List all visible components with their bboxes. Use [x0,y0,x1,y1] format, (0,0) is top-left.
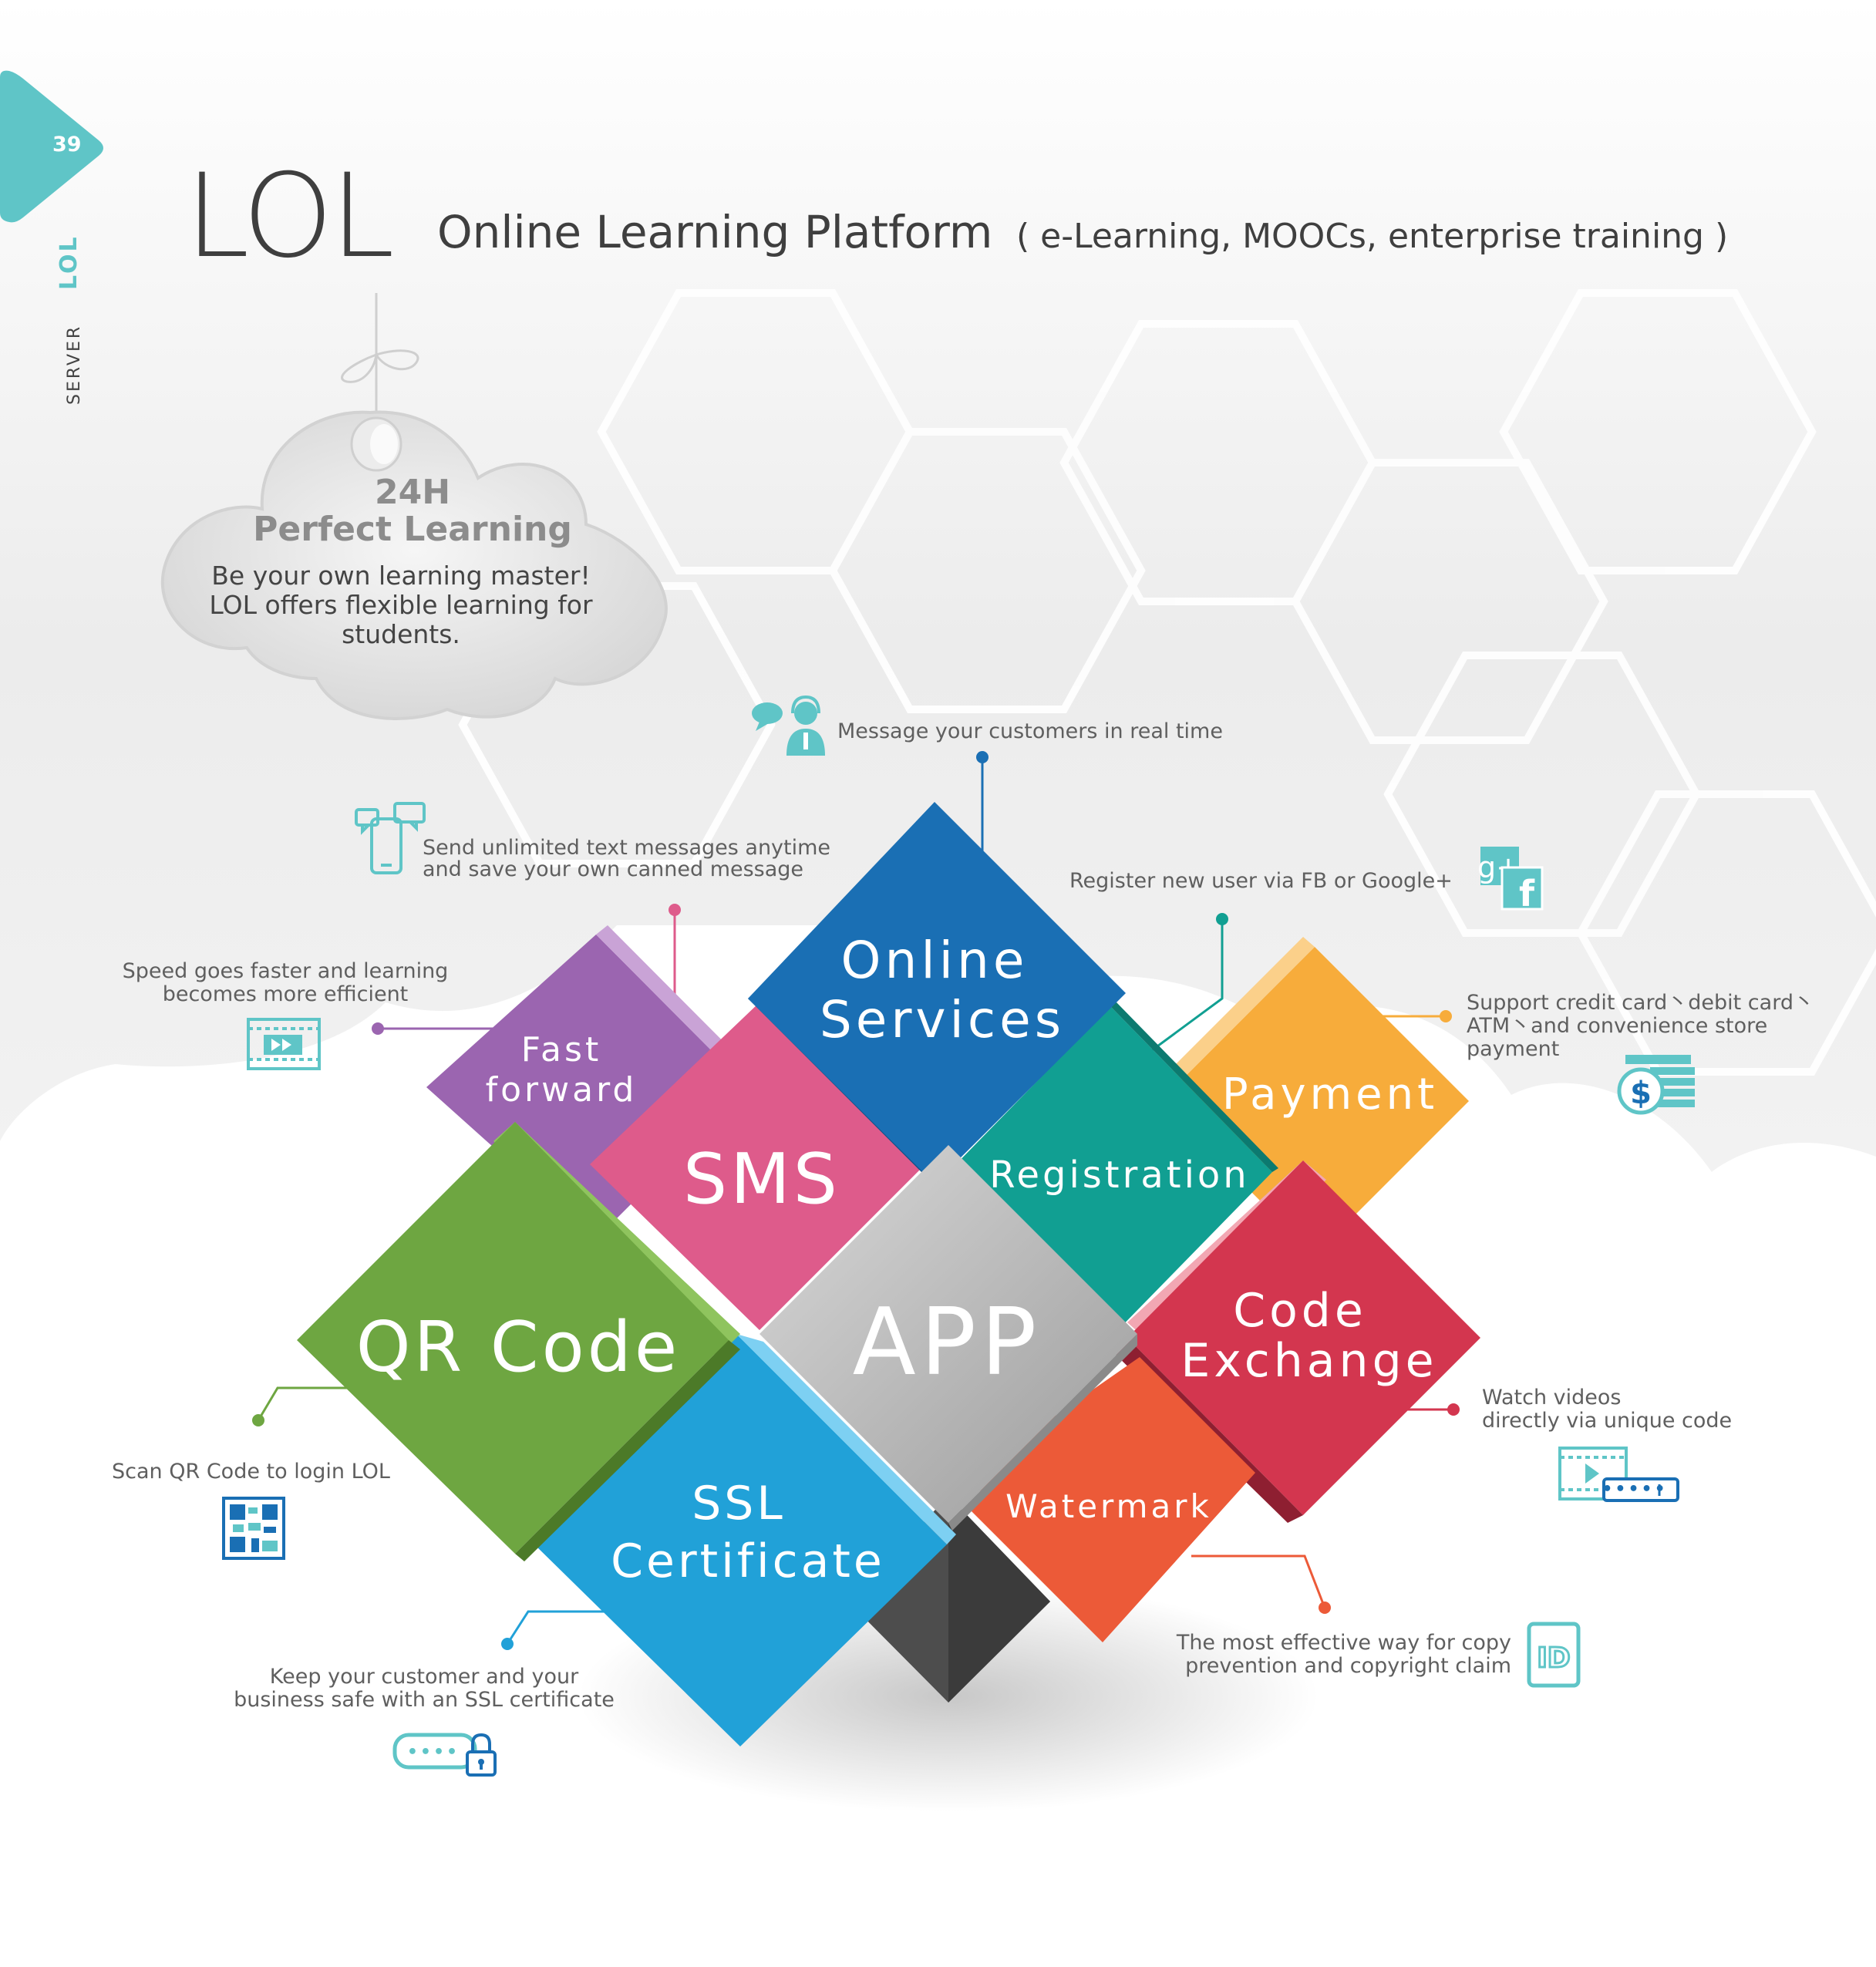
desc-line: Support credit card丶debit card丶 [1467,991,1814,1015]
connector-dot [1447,1403,1460,1416]
desc-line: ATM丶and convenience store [1467,1014,1768,1038]
cloud-body-line: Be your own learning master! [211,561,591,591]
cloud-body-line: students. [342,619,460,649]
id-card-icon: ID [1527,1622,1581,1688]
tile-label: Certificate [611,1534,885,1588]
desc-fast-forward: Speed goes faster and learning becomes m… [116,960,455,1006]
tile-label: Online [841,931,1029,990]
connector-dot [252,1414,264,1426]
tile-label: Payment [1222,1069,1438,1120]
tile-label: Watermark [1005,1487,1212,1525]
cloud-body: Be your own learning master! LOL offers … [185,561,617,649]
connector-dot [372,1022,384,1035]
connector-qr-code [257,1386,351,1421]
desc-line: prevention and copyright claim [1185,1654,1511,1678]
facebook-icon: f [1519,873,1535,914]
desc-sms: Send unlimited text messages anytime and… [423,837,830,881]
connector-dot [669,904,681,916]
password-lock-icon: •••• [392,1733,497,1777]
desc-online-services: Message your customers in real time [837,720,1223,743]
desc-line: Watch videos [1482,1386,1622,1410]
tile-label: QR Code [356,1307,680,1388]
desc-code-exchange: Watch videos directly via unique code [1482,1386,1732,1433]
tile-online-services: Online Services [748,802,1126,1199]
desc-line: Scan QR Code to login LOL [112,1460,390,1484]
tile-label: Code [1233,1284,1367,1338]
phone-message-icon [355,802,426,874]
desc-ssl-certificate: Keep your customer and your business saf… [224,1666,625,1712]
tile-label: forward [486,1070,638,1110]
svg-text:•••••: ••••• [1602,1480,1667,1499]
cloud-badge [160,293,668,720]
desc-line: Keep your customer and your [269,1665,579,1689]
customer-support-icon [752,695,825,756]
desc-payment: Support credit card丶debit card丶 ATM丶and … [1467,992,1814,1061]
desc-line: Register new user via FB or Google+ [1069,869,1453,893]
tile-app: APP [759,1145,1137,1531]
svg-text:$: $ [1630,1076,1652,1111]
page-subtitle: Online Learning Platform [437,206,993,258]
tile-label: SMS [683,1139,840,1220]
connector-dot [1319,1602,1331,1614]
connector-dot [1216,913,1228,925]
tile-label: Exchange [1180,1334,1437,1388]
desc-line: directly via unique code [1482,1409,1733,1433]
cloud-hours: 24H [374,473,451,512]
svg-text:ID: ID [1537,1642,1570,1674]
tile-label: Registration [989,1154,1249,1197]
base-tile-side [948,1496,1050,1703]
tile-label: Services [820,990,1065,1049]
tile-label: SSL [692,1477,786,1531]
svg-text:••••: •••• [407,1743,460,1762]
desc-registration: Register new user via FB or Google+ [1069,870,1453,893]
desc-line: and save your own canned message [423,857,804,881]
page-number: 39 [52,133,82,157]
connector-dot [1440,1010,1452,1022]
page-tab [0,70,103,223]
desc-line: The most effective way for copy [1176,1631,1511,1655]
connector-dot [501,1638,514,1650]
connector-dot [976,751,989,763]
desc-line: becomes more efficient [162,982,409,1006]
cloud-body-line: LOL offers flexible learning for [209,590,593,620]
desc-line: Speed goes faster and learning [122,959,449,983]
qr-code-icon [222,1497,285,1560]
desc-watermark: The most effective way for copy preventi… [1149,1632,1511,1678]
video-fast-forward-icon [247,1018,321,1070]
desc-qr-code: Scan QR Code to login LOL [112,1460,390,1484]
connector-registration [1148,919,1224,1054]
desc-line: business safe with an SSL certificate [234,1688,615,1712]
tile-qr-code: QR Code [297,1122,740,1561]
connector-watermark [1191,1554,1326,1608]
app-label: APP [853,1289,1042,1396]
desc-line: Send unlimited text messages anytime [423,836,831,860]
cloud-headline: Perfect Learning [253,510,572,549]
page-subtitle-parenthetical: ( e-Learning, MOOCs, enterprise training… [1016,217,1729,256]
social-login-icon: g+ f [1477,847,1544,914]
money-icon: $ [1617,1055,1695,1115]
video-code-icon: ••••• [1558,1447,1679,1502]
page-title: LOL [185,150,395,284]
tile-label: Fast [521,1030,601,1069]
desc-line: Message your customers in real time [837,719,1223,743]
desc-line: payment [1467,1037,1560,1061]
